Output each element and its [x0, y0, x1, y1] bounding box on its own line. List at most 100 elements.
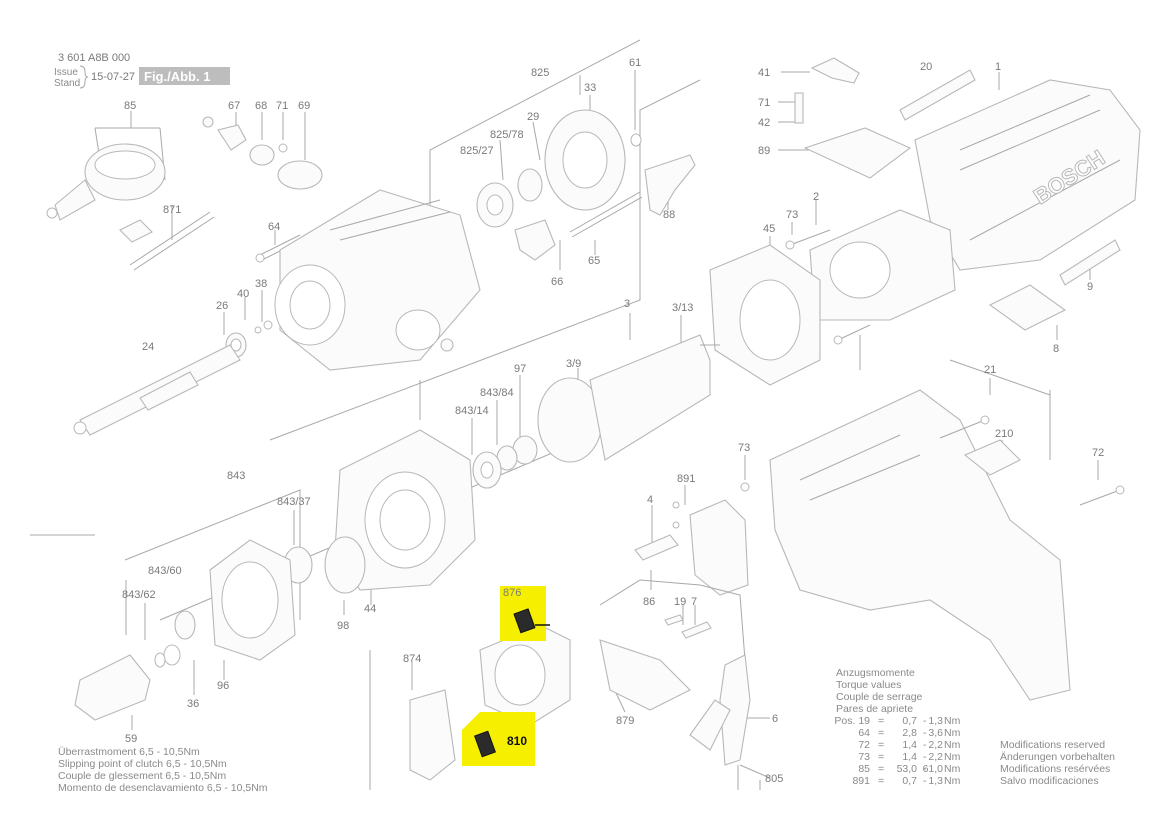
label-6: 6	[772, 713, 778, 725]
part-labels: 825 61 20 1 41 71 42 33 29 825/78 825/27…	[122, 57, 1104, 785]
document-header: 3 601 A8B 000 Issue Stand 15-07-27 Fig./…	[54, 52, 230, 89]
svg-text:-: -	[923, 715, 927, 727]
gear-housing	[274, 189, 481, 371]
torque-table: Anzugsmomente Torque values Couple de se…	[834, 667, 960, 787]
carbon-brush-highlight[interactable]	[462, 586, 550, 766]
chuck-key-part	[119, 211, 215, 271]
ring-44	[324, 536, 366, 594]
svg-text:-: -	[923, 775, 927, 787]
svg-text:2,2: 2,2	[928, 751, 943, 763]
label-7: 7	[691, 596, 697, 608]
svg-text:=: =	[878, 739, 884, 751]
torque-heading: Pares de apriete	[836, 703, 913, 715]
svg-text:0,7: 0,7	[902, 775, 917, 787]
label-8: 8	[1053, 343, 1059, 355]
label-210: 210	[995, 428, 1013, 440]
figure-tag-bg	[139, 67, 230, 85]
label-825: 825	[531, 67, 549, 79]
label-89: 89	[758, 145, 770, 157]
switch-assembly	[634, 499, 749, 596]
switch-cover-parts	[794, 57, 912, 179]
svg-text:Nm: Nm	[944, 775, 961, 787]
clutch-note-line: Überrastmoment 6,5 - 10,5Nm	[58, 746, 200, 758]
intermediate-flange-843	[334, 429, 476, 591]
svg-text:Pos. 19: Pos. 19	[834, 715, 870, 727]
svg-text:53,0: 53,0	[897, 763, 918, 775]
label-65: 65	[588, 255, 600, 267]
issue-date: 15-07-27	[91, 71, 135, 83]
label-42: 42	[758, 117, 770, 129]
label-210	[963, 439, 1021, 476]
label-20: 20	[920, 61, 932, 73]
carbon-brush-upper	[513, 608, 536, 634]
cable-6	[689, 654, 751, 790]
label-810: 810	[507, 734, 527, 748]
svg-text:-: -	[923, 751, 927, 763]
label-72: 72	[1092, 447, 1104, 459]
label-4: 4	[647, 494, 653, 506]
label-67: 67	[228, 100, 240, 112]
svg-text:-: -	[923, 739, 927, 751]
svg-text:72: 72	[858, 739, 870, 751]
svg-text:Nm: Nm	[944, 715, 961, 727]
torque-row: 85 = 53,0 - 61,0 Nm	[858, 763, 960, 775]
svg-text:64: 64	[858, 727, 870, 739]
part-drawings	[46, 57, 1141, 790]
wires-86	[599, 579, 746, 661]
label-45: 45	[763, 223, 775, 235]
label-843-62: 843/62	[122, 589, 156, 601]
svg-text:=: =	[878, 715, 884, 727]
label-66: 66	[551, 276, 563, 288]
label-61: 61	[629, 57, 641, 69]
label-1: 1	[995, 61, 1001, 73]
svg-text:1,3: 1,3	[928, 715, 943, 727]
label-29: 29	[527, 111, 539, 123]
svg-text:-: -	[923, 763, 927, 775]
torque-heading: Couple de serrage	[836, 691, 923, 703]
label-825-27: 825/27	[460, 145, 494, 157]
spindle-24	[73, 344, 241, 436]
label-38: 38	[255, 278, 267, 290]
label-21: 21	[984, 364, 996, 376]
svg-text:Nm: Nm	[944, 739, 961, 751]
motor-housing	[914, 79, 1141, 271]
torque-heading: Anzugsmomente	[836, 667, 915, 679]
label-86: 86	[643, 596, 655, 608]
label-85: 85	[124, 100, 136, 112]
gear-knob-parts	[202, 116, 323, 190]
doc-number: 3 601 A8B 000	[58, 52, 130, 64]
label-69: 69	[298, 100, 310, 112]
plate-8	[988, 284, 1067, 331]
bearing-shield-45	[709, 244, 821, 386]
carbon-brush-lower	[474, 730, 496, 758]
torque-row: Pos. 19 = 0,7 - 1,3 Nm	[834, 715, 960, 727]
svg-text:2,8: 2,8	[902, 727, 917, 739]
torque-row: 891 = 0,7 - 1,3 Nm	[852, 775, 960, 787]
armature-3	[537, 334, 720, 463]
svg-text:=: =	[878, 775, 884, 787]
clutch-note-line: Slipping point of clutch 6,5 - 10,5Nm	[58, 758, 227, 770]
label-96: 96	[217, 680, 229, 692]
label-24: 24	[142, 341, 154, 353]
label-825-78: 825/78	[490, 129, 524, 141]
svg-text:891: 891	[852, 775, 870, 787]
clutch-note-line: Momento de desenclavamiento 6,5 - 10,5Nm	[58, 782, 268, 794]
bracket-874	[409, 689, 456, 781]
label-871: 871	[163, 204, 181, 216]
label-59: 59	[125, 733, 137, 745]
clutch-note: Überrastmoment 6,5 - 10,5Nm Slipping poi…	[58, 746, 268, 794]
label-874: 874	[403, 653, 421, 665]
label-88: 88	[663, 209, 675, 221]
label-843: 843	[227, 470, 245, 482]
label-73a: 73	[786, 209, 798, 221]
label-68: 68	[255, 100, 267, 112]
cable-guide-879	[599, 639, 691, 711]
issue-label: Issue	[54, 67, 78, 78]
modifications-note: Modifications reserved Änderungen vorbeh…	[1000, 739, 1115, 787]
stand-label: Stand	[54, 78, 80, 89]
bearing-gear-set	[476, 109, 696, 261]
label-98: 98	[337, 620, 349, 632]
torque-heading: Torque values	[836, 679, 901, 691]
label-843-84: 843/84	[480, 387, 514, 399]
